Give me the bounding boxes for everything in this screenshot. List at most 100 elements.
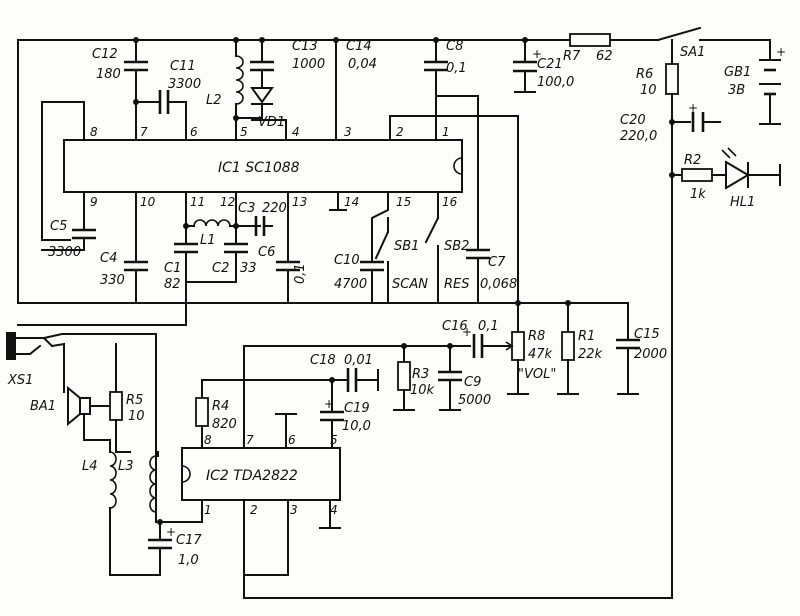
xs1-label: XS1 <box>7 373 33 388</box>
r5-value: 10 <box>128 409 145 424</box>
c17-value: 1,0 <box>178 553 199 568</box>
ic1-pin-16: 16 <box>442 195 458 209</box>
c14-value: 0,04 <box>348 57 377 72</box>
vol-label: "VOL" <box>518 367 556 382</box>
ic2-pin-5: 5 <box>330 433 338 447</box>
c3-label: C3 <box>238 201 255 216</box>
ic2-pin-7: 7 <box>246 433 254 447</box>
ic1-label: IC1 SC1088 <box>218 160 300 176</box>
r4-label: R4 <box>212 399 229 414</box>
c13-value: 1000 <box>292 57 325 72</box>
ic2-pin-3: 3 <box>290 503 298 517</box>
r1-label: R1 <box>578 329 595 344</box>
ic1-pin-15: 15 <box>396 195 411 209</box>
c21-value: 100,0 <box>537 75 574 90</box>
capacitor-c21: + C21 100,0 <box>513 37 574 93</box>
c3-value: 220 <box>262 201 287 216</box>
c19-plus-sign: + <box>324 397 334 411</box>
ic2-pin-8: 8 <box>204 433 212 447</box>
resistor-r7: R7 62 <box>563 33 613 64</box>
c16-plus-sign: + <box>462 325 472 339</box>
capacitor-c18: C18 0,01 <box>201 353 379 392</box>
r2-value: 1k <box>690 187 706 202</box>
ic1-pin-3: 3 <box>344 125 352 139</box>
c20-label: C20 <box>620 113 646 128</box>
c2-value: 33 <box>240 261 257 276</box>
ic1-pin-2: 2 <box>396 125 404 139</box>
r3-value: 10k <box>410 383 435 398</box>
battery-gb1: + GB1 3B <box>724 45 786 125</box>
ic2-wiring: R4 820 + C19 10,0 <box>159 345 371 576</box>
right-rail: + R6 10 C20 220,0 R2 1k HL1 <box>243 39 781 599</box>
c7-label: C7 <box>488 255 506 270</box>
r4-value: 820 <box>212 417 237 432</box>
r2-label: R2 <box>684 153 701 168</box>
headphone-jack-xs1: XS1 <box>6 332 157 523</box>
c12-value: 180 <box>96 67 121 82</box>
l3-label: L3 <box>118 459 134 474</box>
c10-value: 4700 <box>334 277 367 292</box>
gb1-plus-sign: + <box>776 45 786 59</box>
ic1-pin-8: 8 <box>90 125 98 139</box>
ic2-label: IC2 TDA2822 <box>206 468 298 484</box>
c12-label: C12 <box>92 47 118 62</box>
c16-label: C16 <box>442 319 468 334</box>
c10-label: C10 <box>334 253 360 268</box>
ic1-pin-12: 12 <box>220 195 235 209</box>
c19-value: 10,0 <box>342 419 371 434</box>
r8-value: 47k <box>528 347 553 362</box>
c9-label: C9 <box>464 375 481 390</box>
c8-value: 0,1 <box>446 61 467 76</box>
r6-label: R6 <box>636 67 653 82</box>
c4-label: C4 <box>100 251 117 266</box>
ic1-pin-5: 5 <box>240 125 248 139</box>
ic1-pin-9: 9 <box>90 195 98 209</box>
c21-plus-sign: + <box>532 47 542 61</box>
c19-label: C19 <box>344 401 370 416</box>
c21-label: C21 <box>537 57 563 72</box>
speaker-ba1: BA1 <box>30 385 111 441</box>
vd1-label: VD1 <box>258 115 285 130</box>
top-supply-rail <box>17 26 771 304</box>
c2-label: C2 <box>212 261 229 276</box>
ic1-pin-7: 7 <box>140 125 148 139</box>
ic1-bottom-wiring: C5 3300 C4 330 L1 C3 220 C1 82 C2 3 <box>17 191 517 326</box>
l4-label: L4 <box>82 459 98 474</box>
c1-label: C1 <box>164 261 181 276</box>
ic1-pin-4: 4 <box>292 125 300 139</box>
c14-label: C14 <box>346 39 372 54</box>
ic1-pin-13: 13 <box>292 195 307 209</box>
volume-section: R8 47k "VOL" R1 22k C15 2000 + C16 0,1 R… <box>243 300 667 411</box>
l2-label: L2 <box>206 93 222 108</box>
r8-label: R8 <box>528 329 545 344</box>
ic1-pin-6: 6 <box>190 125 198 139</box>
l1-label: L1 <box>200 233 216 248</box>
c16-value: 0,1 <box>478 319 499 334</box>
c4-value: 330 <box>100 273 125 288</box>
sa1-label: SA1 <box>680 45 705 60</box>
c18-value: 0,01 <box>344 353 373 368</box>
r7-value: 62 <box>596 49 613 64</box>
res-label: RES <box>444 277 470 292</box>
c15-value: 2000 <box>634 347 667 362</box>
sb2-label: SB2 <box>444 239 469 254</box>
c5-value: 3300 <box>48 245 81 260</box>
c17-label: C17 <box>176 533 202 548</box>
ic1-pin-14: 14 <box>344 195 359 209</box>
ic2-pin-6: 6 <box>288 433 296 447</box>
ic2-pin-1: 1 <box>204 503 212 517</box>
c17-plus-sign: + <box>166 525 176 539</box>
c7-value: 0,068 <box>480 277 517 292</box>
c6-label: C6 <box>258 245 275 260</box>
ic2-chip: IC2 TDA2822 8 7 6 5 1 2 3 4 <box>181 433 341 517</box>
ic1-chip: IC1 SC1088 8 7 6 5 4 3 2 1 9 10 11 12 13… <box>63 125 463 209</box>
c20-value: 220,0 <box>620 129 657 144</box>
c11-value: 3300 <box>168 77 201 92</box>
c20-plus-sign: + <box>688 101 698 115</box>
gb1-label: GB1 <box>724 65 751 80</box>
ic1-pin-10: 10 <box>140 195 156 209</box>
c13-label: C13 <box>292 39 318 54</box>
gb1-value: 3B <box>728 83 745 98</box>
